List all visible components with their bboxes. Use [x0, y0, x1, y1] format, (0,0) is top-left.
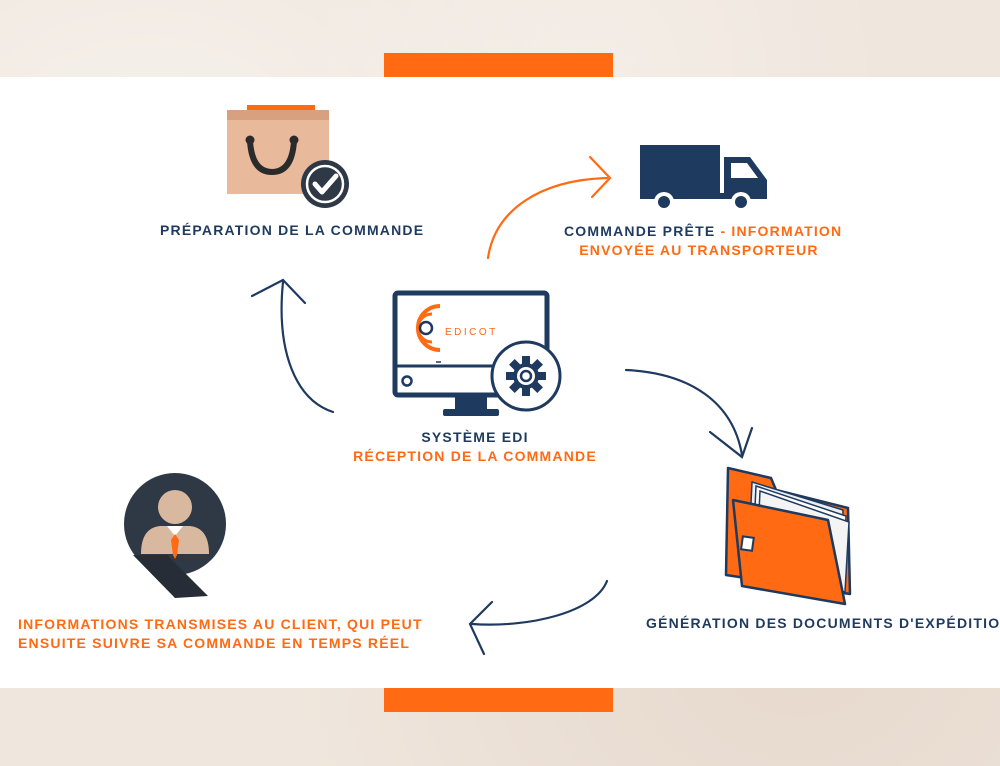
folder-documents-icon — [724, 466, 852, 606]
label-transporteur: ENVOYÉE AU TRANSPORTEUR — [579, 242, 819, 258]
label-documents: GÉNÉRATION DES DOCUMENTS D'EXPÉDITION — [646, 615, 1000, 631]
edicot-logo-icon — [416, 304, 441, 352]
edicot-logo-text: EDICOT — [445, 327, 498, 338]
label-commande-prete: COMMANDE PRÊTE - INFORMATION ENVOYÉE AU … — [564, 222, 841, 260]
label-client: INFORMATIONS TRANSMISES AU CLIENT, QUI P… — [18, 615, 422, 653]
label-commande-prete-orange: - INFORMATION — [715, 223, 843, 239]
label-client-line-1: INFORMATIONS TRANSMISES AU CLIENT, QUI P… — [18, 616, 423, 632]
label-commande-prete-navy: COMMANDE PRÊTE — [564, 223, 716, 239]
delivery-truck-icon — [640, 145, 767, 212]
label-preparation: PRÉPARATION DE LA COMMANDE — [160, 222, 425, 238]
gear-icon — [506, 356, 546, 396]
client-avatar-icon — [124, 473, 226, 598]
label-systeme-edi-navy: SYSTÈME EDI — [421, 429, 529, 445]
arrow-system-to-documents — [624, 368, 754, 459]
arrow-client-to-preparation — [250, 278, 335, 414]
label-reception: RÉCEPTION DE LA COMMANDE — [353, 448, 597, 464]
arrow-system-to-transport — [486, 155, 612, 260]
shopping-bag-check-icon — [227, 105, 349, 208]
top-accent-bar — [384, 53, 613, 77]
monitor-gear-icon — [392, 290, 562, 416]
arrow-documents-to-client — [468, 579, 609, 656]
label-systeme-edi: SYSTÈME EDI RÉCEPTION DE LA COMMANDE — [330, 428, 620, 466]
label-client-line-2: ENSUITE SUIVRE SA COMMANDE EN TEMPS RÉEL — [18, 635, 411, 651]
bottom-accent-bar — [384, 688, 613, 712]
